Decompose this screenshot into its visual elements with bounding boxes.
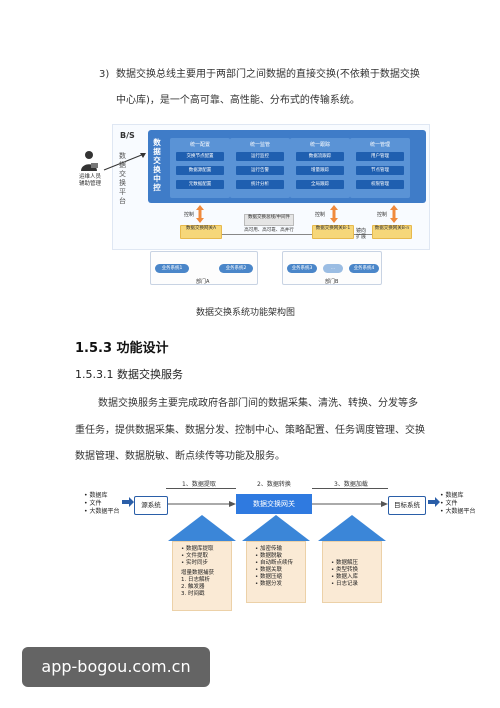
list-item: • 文件 [440, 500, 458, 507]
module-item: 权限管理 [356, 180, 404, 189]
bs-label: B/S [120, 131, 135, 140]
business-system: ... [323, 264, 343, 273]
gateway-a: 数据交换网关A [180, 225, 222, 239]
module-item: 交换节点配置 [176, 152, 224, 161]
target-system-box: 目标系统 [388, 496, 426, 515]
step1-roof [168, 515, 236, 541]
exchange-bus-box: 数据交换总线/中间件 [244, 214, 294, 226]
control-arrow-icon [196, 205, 204, 223]
business-system: 业务系统1 [155, 264, 189, 273]
intro-line-1: 数据交换总线主要用于两部门之间数据的直接交换(不依赖于数据交换 [116, 69, 420, 80]
step-2-label: 2、数据转换 [257, 481, 291, 488]
module-item: 节点管理 [356, 166, 404, 175]
para-line-1: 数据交换服务主要完成政府各部门间的数据采集、清洗、转换、分发等多 [98, 398, 418, 409]
list-item: • 大数据平台 [440, 508, 476, 515]
extract-card: • 数据库提取 • 文件提取 • 实时同步 增量数据捕获 1. 日志解析 2. … [172, 541, 232, 611]
operator-label: 运维人员 [78, 174, 101, 180]
operator-sublabel: 辅助管理 [78, 181, 101, 187]
flow-arrow-icon [168, 501, 236, 507]
operator-person-icon [81, 151, 98, 171]
arrow-icon [122, 497, 134, 507]
flow-arrow-icon [312, 501, 388, 507]
department-b: 业务系统3 ... 业务系统4 部门B [282, 251, 382, 285]
module-item: 运行告警 [236, 166, 284, 175]
flow-line-step3 [312, 488, 388, 489]
section-heading: 1.5.3 功能设计 [75, 341, 169, 356]
arch-caption: 数据交换系统功能架构图 [196, 308, 296, 318]
mirror-label: 镜向扩展 [356, 228, 367, 240]
intro-line-2: 中心库)，是一个高可靠、高性能、分布式的传输系统。 [116, 95, 360, 106]
control-arrow-icon [330, 205, 338, 223]
gateway-b1: 数据交换网关B-1 [312, 225, 354, 239]
department-a-label: 部门A [196, 279, 210, 285]
module-management: 统一管理 用户管理 节点管理 权限管理 [350, 138, 410, 198]
business-system: 业务系统4 [349, 264, 379, 273]
control-label-b: 控制 [315, 212, 326, 218]
module-item: 元数据配置 [176, 180, 224, 189]
module-item: 统计分析 [236, 180, 284, 189]
step-3-label: 3、数据加载 [334, 481, 368, 488]
business-system: 业务系统3 [287, 264, 317, 273]
module-item: 全局跟踪 [296, 180, 344, 189]
control-label-a: 控制 [184, 212, 195, 218]
step3-roof [318, 515, 386, 541]
control-arrow-icon [390, 205, 398, 223]
para-line-3: 数据管理、数据脱敏、断点续传等功能及服务。 [75, 451, 285, 462]
intro-item-number: 3) [99, 69, 110, 80]
department-a: 业务系统1 业务系统2 部门A [150, 251, 258, 285]
operator-arrow [103, 153, 146, 171]
module-config: 统一配置 交换节点配置 数据源配置 元数据配置 [170, 138, 230, 198]
para-line-2: 重任务，提供数据采集、数据分发、控制中心、策略配置、任务调度管理、交换 [75, 425, 425, 436]
list-item: • 大数据平台 [84, 508, 120, 515]
bus-line [205, 234, 385, 235]
module-item: 增量跟踪 [296, 166, 344, 175]
list-item: • 数据库 [84, 492, 108, 499]
flow-line-step1 [166, 488, 236, 489]
exchange-gateway-box: 数据交换网关 [236, 494, 312, 514]
module-tracking: 统一跟踪 数据流跟踪 增量跟踪 全局跟踪 [290, 138, 350, 198]
hub-label: 数 据 交 换 中 控 [153, 138, 161, 192]
arrow-icon [428, 497, 440, 507]
module-item: 数据流跟踪 [296, 152, 344, 161]
step-1-label: 1、数据提取 [182, 481, 216, 488]
source-items: • 数据库 • 文件 • 大数据平台 [84, 492, 119, 516]
module-item: 用户管理 [356, 152, 404, 161]
transform-card: • 加密传输 • 数据脱敏 • 自动断点续传 • 数据关联 • 数据压缩 • 数… [246, 541, 306, 603]
exchange-bus-note: 高可用、高可靠、高并行 [244, 228, 294, 233]
gateway-bn: 数据交换网关B-n [372, 225, 412, 239]
department-b-label: 部门B [325, 279, 339, 285]
business-system: 业务系统2 [219, 264, 253, 273]
list-item: • 数据库 [440, 492, 464, 499]
step2-roof [242, 515, 310, 541]
module-monitor: 统一监管 运行监控 运行告警 统计分析 [230, 138, 290, 198]
platform-label: 数 据 交 换 平 台 [119, 152, 126, 205]
target-items: • 数据库 • 文件 • 大数据平台 [440, 492, 475, 516]
load-card: • 数据解压 • 类型转换 • 数据入库 • 日志记录 [322, 541, 382, 603]
module-item: 运行监控 [236, 152, 284, 161]
module-item: 数据源配置 [176, 166, 224, 175]
list-item: • 文件 [84, 500, 102, 507]
source-system-box: 源系统 [134, 496, 168, 515]
control-label-c: 控制 [377, 212, 388, 218]
watermark-banner: app-bogou.com.cn [22, 647, 210, 687]
subsection-heading: 1.5.3.1 数据交换服务 [75, 368, 183, 381]
